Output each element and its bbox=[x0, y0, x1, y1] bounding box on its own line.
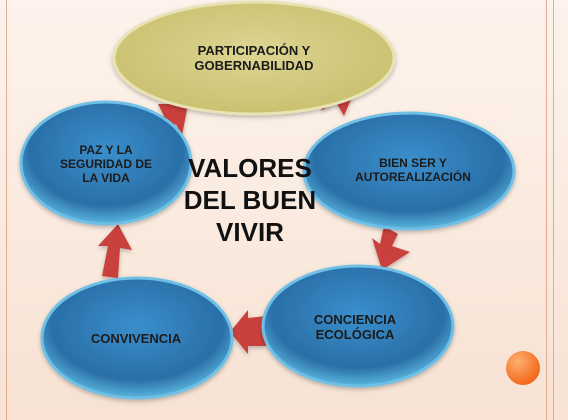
arrow-bien-ser-to-conciencia bbox=[372, 226, 410, 270]
arrow-convivencia-to-paz bbox=[98, 224, 132, 278]
frame-line-right-outer bbox=[553, 0, 554, 420]
node-paz-ellipse bbox=[19, 100, 193, 226]
frame-line-left bbox=[6, 0, 7, 420]
node-conciencia-ellipse bbox=[261, 264, 455, 388]
node-bien-ser-ellipse bbox=[302, 111, 516, 231]
node-participacion-ellipse bbox=[112, 0, 396, 116]
node-convivencia-ellipse bbox=[40, 276, 234, 400]
slide-accent-dot-icon bbox=[506, 351, 540, 385]
node-paz-label: PAZ Y LA SEGURIDAD DE LA VIDA bbox=[59, 143, 152, 185]
node-convivencia-label: CONVIVENCIA bbox=[90, 330, 182, 346]
node-participacion-label: PARTICIPACIÓN Y GOBERNABILIDAD bbox=[194, 43, 314, 73]
node-conciencia-label: CONCIENCIA ECOLÓGICA bbox=[313, 312, 397, 342]
node-bien-ser-label: BIEN SER Y AUTOREALIZACIÓN bbox=[355, 156, 471, 184]
frame-line-right bbox=[546, 0, 547, 420]
center-title: VALORES DEL BUEN VIVIR bbox=[183, 153, 317, 247]
arrow-conciencia-to-convivencia bbox=[230, 310, 266, 354]
